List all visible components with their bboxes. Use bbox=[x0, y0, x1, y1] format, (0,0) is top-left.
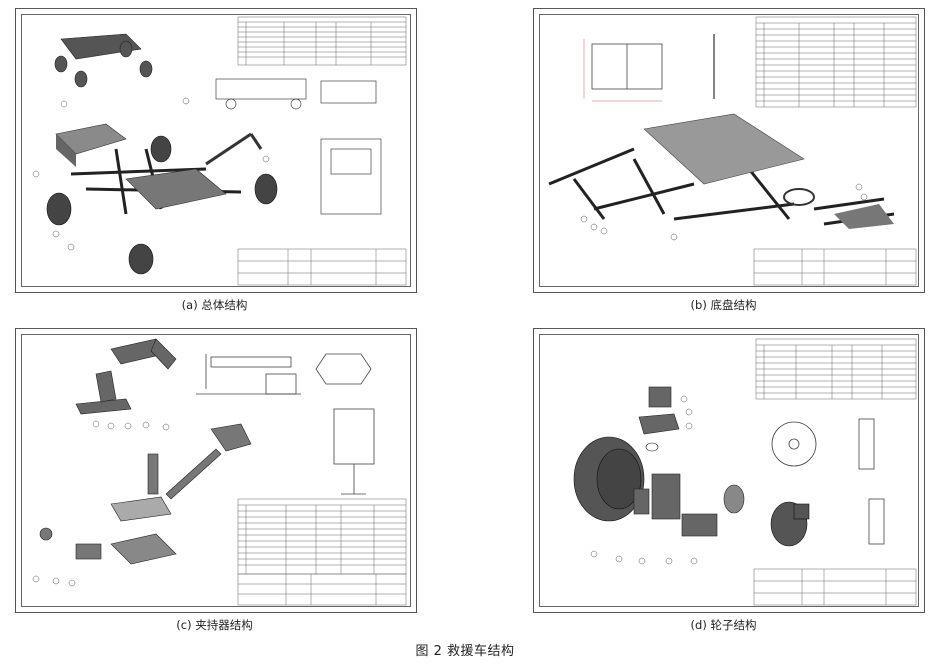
gripper-top-view bbox=[315, 353, 375, 495]
gripper-side-view bbox=[196, 354, 301, 395]
panel-c: (c) 夹持器结构 bbox=[0, 320, 465, 640]
drawing-sheet-d bbox=[533, 328, 925, 613]
title-block bbox=[237, 573, 407, 606]
chassis-plate bbox=[125, 168, 227, 210]
drawing-sheet-c bbox=[15, 328, 417, 613]
drawing-frame-c bbox=[21, 334, 411, 607]
balloon-callouts bbox=[32, 97, 270, 251]
chassis-exploded bbox=[548, 147, 795, 221]
cad-drawing-c bbox=[32, 338, 407, 606]
caption-b: (b) 底盘结构 bbox=[690, 298, 757, 312]
panel-d: (d) 轮子结构 bbox=[465, 320, 930, 640]
drawing-sheet-a bbox=[15, 8, 417, 293]
panel-b: (b) 底盘结构 bbox=[465, 0, 930, 320]
title-block bbox=[237, 248, 407, 286]
figure-caption: 图 2 救援车结构 bbox=[415, 644, 515, 659]
caption-d: (d) 轮子结构 bbox=[690, 618, 757, 632]
wheel-iso-small bbox=[770, 501, 810, 547]
chassis-top-view bbox=[583, 39, 663, 102]
wheels bbox=[46, 135, 278, 275]
wheel-tire bbox=[573, 436, 645, 522]
balloon-callouts bbox=[32, 420, 170, 587]
orthographic-views bbox=[215, 78, 382, 215]
cad-drawing-b bbox=[548, 16, 917, 286]
gripper-iso-view bbox=[75, 338, 177, 415]
turntable bbox=[783, 188, 815, 206]
panel-a: (a) 总体结构 bbox=[0, 0, 465, 320]
balloon-callouts bbox=[580, 183, 868, 241]
drawing-sheet-b bbox=[533, 8, 925, 293]
chassis-plates bbox=[643, 113, 805, 185]
iso-view-top bbox=[54, 33, 153, 88]
caption-a: (a) 总体结构 bbox=[181, 298, 248, 312]
title-block bbox=[753, 568, 917, 606]
control-box bbox=[55, 123, 127, 155]
gripper-exploded bbox=[39, 423, 252, 560]
base-plate bbox=[110, 533, 177, 565]
parts-list-table bbox=[237, 498, 407, 575]
parts-list-table bbox=[237, 16, 407, 66]
cad-drawing-d bbox=[573, 338, 917, 606]
wheel-side-views bbox=[771, 418, 885, 545]
parts-list-table bbox=[755, 16, 917, 108]
wheel-exploded-parts bbox=[633, 386, 745, 537]
gripper-arm bbox=[205, 132, 263, 166]
caption-c: (c) 夹持器结构 bbox=[176, 618, 253, 632]
title-block bbox=[753, 248, 917, 286]
cad-drawing-a bbox=[32, 16, 407, 286]
parts-list-table bbox=[755, 338, 917, 400]
balloon-callouts bbox=[590, 395, 698, 565]
